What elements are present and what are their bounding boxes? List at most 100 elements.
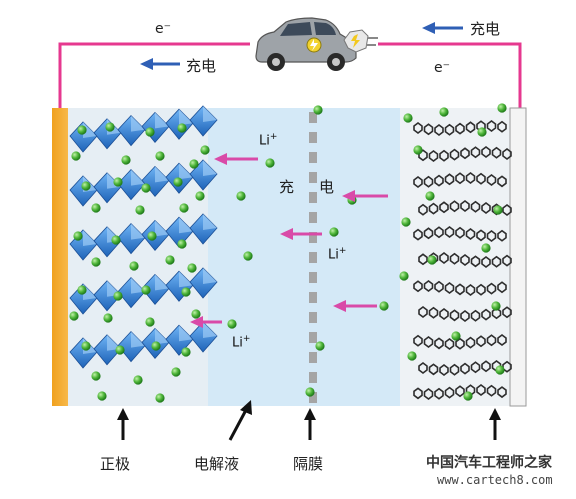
lithium-ion xyxy=(315,341,325,351)
li-ion-label-top: Li+ xyxy=(259,132,277,148)
lithium-ion xyxy=(191,309,201,319)
lithium-ion xyxy=(177,123,187,133)
cathode-label: 正极 xyxy=(100,455,131,473)
lithium-ion xyxy=(407,351,417,361)
lithium-ion xyxy=(155,151,165,161)
lithium-ion xyxy=(399,271,409,281)
lithium-ion xyxy=(495,365,505,375)
separator-label: 隔膜 xyxy=(293,455,324,473)
lithium-ion xyxy=(171,367,181,377)
lithium-ion xyxy=(111,235,121,245)
graphite-sheet xyxy=(413,172,507,188)
lithium-ion xyxy=(236,191,246,201)
lithium-ion xyxy=(141,285,151,295)
circuit-wire xyxy=(58,42,250,108)
li-ion-label-middle: Li+ xyxy=(328,246,346,262)
lithium-ion xyxy=(227,319,237,329)
lithium-ion xyxy=(200,145,210,155)
li-ion-superscript: + xyxy=(338,246,347,256)
lithium-ion xyxy=(133,375,143,385)
charge-direction-arrow-left xyxy=(140,58,180,70)
graphite-sheet xyxy=(413,120,507,136)
lithium-ion xyxy=(313,105,323,115)
lithium-ion xyxy=(69,311,79,321)
lithium-ion xyxy=(329,227,339,237)
charge-center-char-2: 电 xyxy=(319,178,335,196)
lithium-ion xyxy=(115,345,125,355)
ion-flow-arrows xyxy=(190,153,388,328)
lithium-ion xyxy=(91,257,101,267)
crystal-layer xyxy=(69,267,218,315)
lithium-ion xyxy=(81,341,91,351)
lithium-ion xyxy=(379,301,389,311)
lithium-ion xyxy=(113,177,123,187)
lithium-ion xyxy=(181,287,191,297)
lithium-ion xyxy=(105,122,115,132)
li-ion-superscript: + xyxy=(269,132,278,142)
lithium-ion xyxy=(491,301,501,311)
up-arrow-icon xyxy=(228,400,252,441)
lithium-ion xyxy=(155,393,165,403)
lithium-ion xyxy=(451,331,461,341)
charge-label-right: 充电 xyxy=(470,20,501,38)
lithium-ion xyxy=(77,125,87,135)
lithium-ion xyxy=(77,285,87,295)
flow-arrow xyxy=(342,190,388,202)
electric-car-icon xyxy=(255,17,357,71)
lithium-ions xyxy=(69,103,507,403)
crystal-layer xyxy=(69,159,218,207)
lithium-ion xyxy=(97,391,107,401)
lithium-ion xyxy=(91,203,101,213)
lithium-ion xyxy=(71,151,81,161)
lithium-ion xyxy=(121,155,131,165)
lithium-ion xyxy=(113,291,123,301)
lithium-ion xyxy=(493,205,503,215)
li-ion-label-bottom: Li+ xyxy=(232,334,250,350)
watermark-url: www.cartech8.com xyxy=(437,473,553,487)
lithium-ion xyxy=(401,217,411,227)
lithium-ion xyxy=(103,313,113,323)
lithium-ion xyxy=(73,231,83,241)
li-ion-text: Li xyxy=(232,335,243,351)
lithium-ion xyxy=(497,103,507,113)
lithium-ion xyxy=(177,239,187,249)
flow-arrow xyxy=(280,228,322,240)
graphite-sheet xyxy=(413,280,507,296)
lithium-ion xyxy=(141,183,151,193)
lithium-ion xyxy=(145,127,155,137)
lithium-ion xyxy=(187,263,197,273)
lithium-ion xyxy=(305,387,315,397)
lithium-ion xyxy=(151,341,161,351)
lithium-ion xyxy=(81,181,91,191)
li-ion-text: Li xyxy=(328,247,339,263)
charge-center-char-1: 充 xyxy=(279,178,295,196)
graphite-sheet xyxy=(418,252,512,268)
li-ion-superscript: + xyxy=(242,334,251,344)
up-arrow-icon xyxy=(489,408,501,440)
lithium-ion xyxy=(477,127,487,137)
lithium-ion xyxy=(179,203,189,213)
up-arrow-icon xyxy=(304,408,316,440)
charge-label-left: 充电 xyxy=(186,57,217,75)
lithium-ion xyxy=(413,145,423,155)
flow-arrow xyxy=(333,300,377,312)
lithium-ion xyxy=(135,205,145,215)
electron-label-right: e⁻ xyxy=(434,60,451,76)
up-arrow-icon xyxy=(117,408,129,440)
watermark-title: 中国汽车工程师之家 xyxy=(426,455,552,471)
cathode-crystal-layers xyxy=(69,105,218,369)
lithium-ion xyxy=(129,261,139,271)
lithium-ion xyxy=(145,317,155,327)
flow-arrow xyxy=(190,316,222,328)
lithium-ion xyxy=(165,255,175,265)
circuit-wire-right xyxy=(378,42,522,108)
lithium-ion xyxy=(195,191,205,201)
lithium-ion xyxy=(427,255,437,265)
lithium-ion xyxy=(403,113,413,123)
lithium-ion xyxy=(425,191,435,201)
lithium-ion xyxy=(173,177,183,187)
lithium-ion xyxy=(189,159,199,169)
graphite-sheet xyxy=(413,334,507,350)
lithium-ion xyxy=(91,371,101,381)
